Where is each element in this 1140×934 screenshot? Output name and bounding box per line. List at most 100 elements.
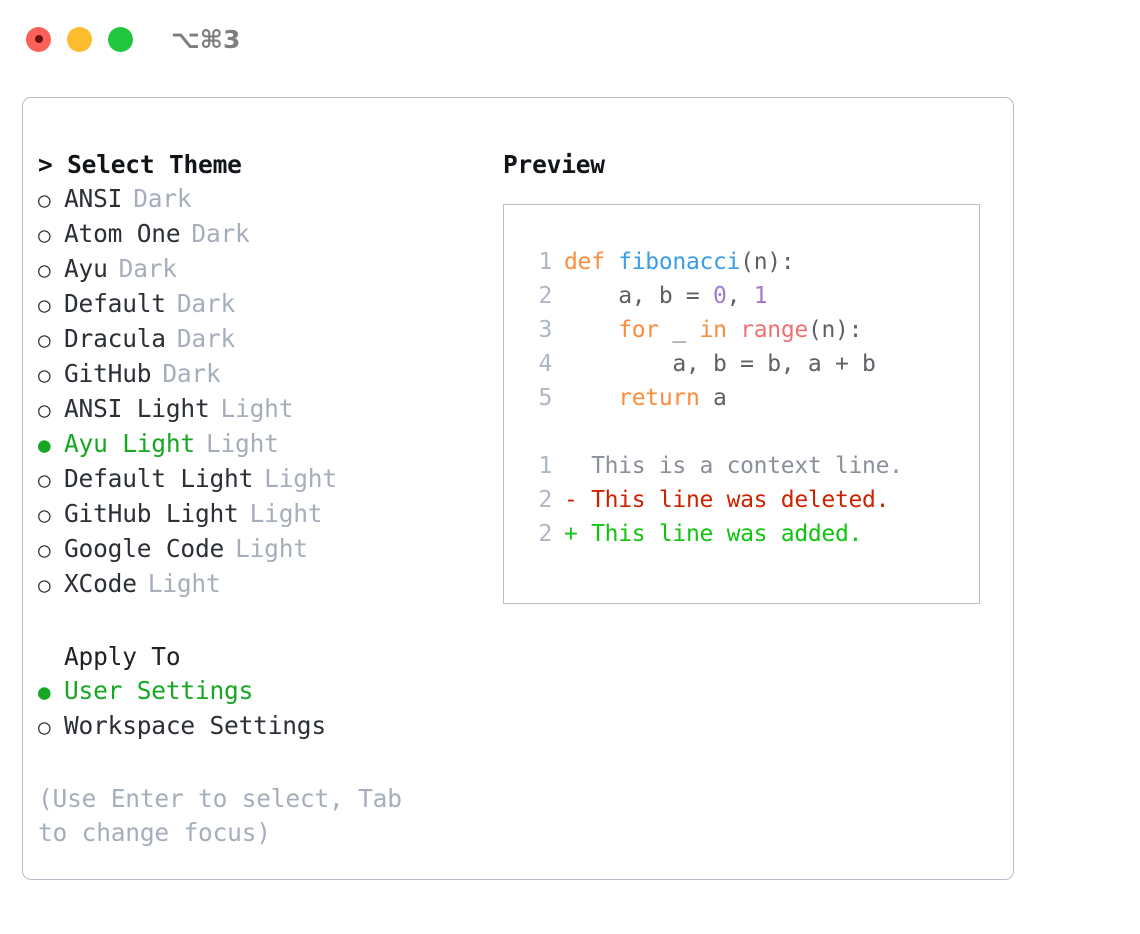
theme-option-ansi[interactable]: ○ ANSI Dark bbox=[38, 182, 491, 217]
radio-unselected-icon[interactable]: ○ bbox=[38, 188, 51, 212]
diff-text: This line was added. bbox=[577, 521, 863, 547]
code-token-kw: def bbox=[564, 249, 619, 275]
code-token-var: a bbox=[699, 385, 727, 411]
radio-selected-icon[interactable]: ● bbox=[38, 680, 51, 704]
code-token-kw: for bbox=[618, 317, 659, 343]
theme-option-label: Ayu Light bbox=[64, 429, 195, 458]
apply-to-option-workspace-settings[interactable]: ○ Workspace Settings bbox=[38, 709, 491, 744]
theme-option-kind: Dark bbox=[176, 324, 236, 353]
radio-unselected-icon[interactable]: ○ bbox=[38, 223, 51, 247]
theme-option-kind: Light bbox=[147, 569, 221, 598]
theme-option-ansi-light[interactable]: ○ ANSI Light Light bbox=[38, 392, 491, 427]
code-token-kw: return bbox=[618, 385, 700, 411]
code-token-fn: fibonacci bbox=[618, 249, 741, 275]
apply-to-option-label: User Settings bbox=[64, 676, 254, 705]
line-number: 1 bbox=[538, 453, 552, 479]
radio-unselected-icon[interactable]: ○ bbox=[38, 715, 51, 739]
apply-to-heading: Apply To bbox=[64, 642, 181, 671]
title-bar: ⌥⌘3 bbox=[0, 0, 1140, 78]
apply-to-section: Apply To ● User Settings ○ Workspace Settin… bbox=[38, 640, 491, 744]
code-token-var: a, b = b, a + b bbox=[564, 351, 876, 377]
theme-option-default-light[interactable]: ○ Default Light Light bbox=[38, 462, 491, 497]
code-line: 2 a, b = 0, 1 bbox=[518, 279, 979, 313]
radio-selected-icon[interactable]: ● bbox=[38, 433, 51, 457]
code-token-var: a, b = bbox=[564, 283, 714, 309]
code-line-content: def fibonacci(n): bbox=[564, 245, 795, 279]
code-line-content: a, b = 0, 1 bbox=[564, 279, 767, 313]
code-token-num: 1 bbox=[753, 283, 768, 309]
theme-option-ayu[interactable]: ○ Ayu Dark bbox=[38, 252, 491, 287]
code-token-pun: (n): bbox=[740, 249, 795, 275]
theme-option-kind: Light bbox=[249, 499, 323, 528]
theme-option-kind: Dark bbox=[191, 219, 250, 248]
select-theme-heading: > Select Theme bbox=[38, 150, 242, 179]
keyboard-shortcut-label: ⌥⌘3 bbox=[171, 24, 241, 54]
theme-option-kind: Dark bbox=[176, 289, 236, 318]
code-line-content: for _ in range(n): bbox=[564, 313, 862, 347]
code-token-var bbox=[564, 317, 618, 343]
theme-option-label: Dracula bbox=[64, 324, 166, 353]
theme-option-label: ANSI bbox=[64, 184, 123, 213]
radio-unselected-icon[interactable]: ○ bbox=[38, 328, 51, 352]
line-number: 2 bbox=[538, 521, 552, 547]
line-number: 1 bbox=[538, 249, 552, 275]
radio-unselected-icon[interactable]: ○ bbox=[38, 258, 51, 282]
diff-preview: 1 This is a context line.2- This line wa… bbox=[518, 449, 979, 551]
code-token-kw: in bbox=[699, 317, 727, 343]
radio-unselected-icon[interactable]: ○ bbox=[38, 503, 51, 527]
line-number: 2 bbox=[538, 487, 552, 513]
line-number: 5 bbox=[538, 385, 552, 411]
radio-unselected-icon[interactable]: ○ bbox=[38, 398, 51, 422]
minimize-button[interactable] bbox=[67, 26, 92, 52]
diff-text: This is a context line. bbox=[577, 453, 903, 479]
radio-unselected-icon[interactable]: ○ bbox=[38, 573, 51, 597]
theme-option-label: Default Light bbox=[64, 464, 254, 493]
code-token-var bbox=[727, 317, 741, 343]
theme-option-label: Ayu bbox=[64, 254, 108, 283]
radio-unselected-icon[interactable]: ○ bbox=[38, 468, 51, 492]
apply-to-option-user-settings[interactable]: ● User Settings bbox=[38, 674, 491, 709]
theme-option-label: GitHub Light bbox=[64, 499, 239, 528]
theme-option-kind: Light bbox=[264, 464, 337, 493]
theme-option-kind: Dark bbox=[162, 359, 221, 388]
theme-option-dracula[interactable]: ○ Dracula Dark bbox=[38, 322, 491, 357]
theme-option-label: Google Code bbox=[64, 534, 225, 563]
code-spacer bbox=[518, 415, 979, 449]
diff-marker: - bbox=[564, 487, 578, 513]
code-token-var bbox=[564, 385, 618, 411]
theme-option-kind: Light bbox=[220, 394, 294, 423]
diff-marker: + bbox=[564, 521, 578, 547]
code-token-pun: (n): bbox=[807, 317, 863, 343]
close-button[interactable] bbox=[26, 26, 51, 52]
code-line: 5 return a bbox=[518, 381, 979, 415]
maximize-button[interactable] bbox=[108, 26, 133, 52]
apply-to-option-label: Workspace Settings bbox=[64, 711, 326, 740]
theme-option-label: ANSI Light bbox=[64, 394, 210, 423]
radio-unselected-icon[interactable]: ○ bbox=[38, 363, 51, 387]
code-token-var: _ bbox=[658, 317, 700, 343]
diff-line: 2 + This line was added. bbox=[518, 517, 979, 551]
code-token-bif: range bbox=[740, 317, 808, 343]
line-number: 4 bbox=[538, 351, 552, 377]
code-line: 3 for _ in range(n): bbox=[518, 313, 979, 347]
diff-line: 2- This line was deleted. bbox=[518, 483, 979, 517]
theme-option-github-light[interactable]: ○ GitHub Light Light bbox=[38, 497, 491, 532]
theme-option-kind: Dark bbox=[133, 184, 192, 213]
radio-unselected-icon[interactable]: ○ bbox=[38, 293, 51, 317]
radio-unselected-icon[interactable]: ○ bbox=[38, 538, 51, 562]
apply-to-option-list[interactable]: ● User Settings ○ Workspace Settings bbox=[38, 674, 491, 744]
theme-option-kind: Dark bbox=[118, 254, 177, 283]
code-line: 4 a, b = b, a + b bbox=[518, 347, 979, 381]
diff-line: 1 This is a context line. bbox=[518, 449, 979, 483]
